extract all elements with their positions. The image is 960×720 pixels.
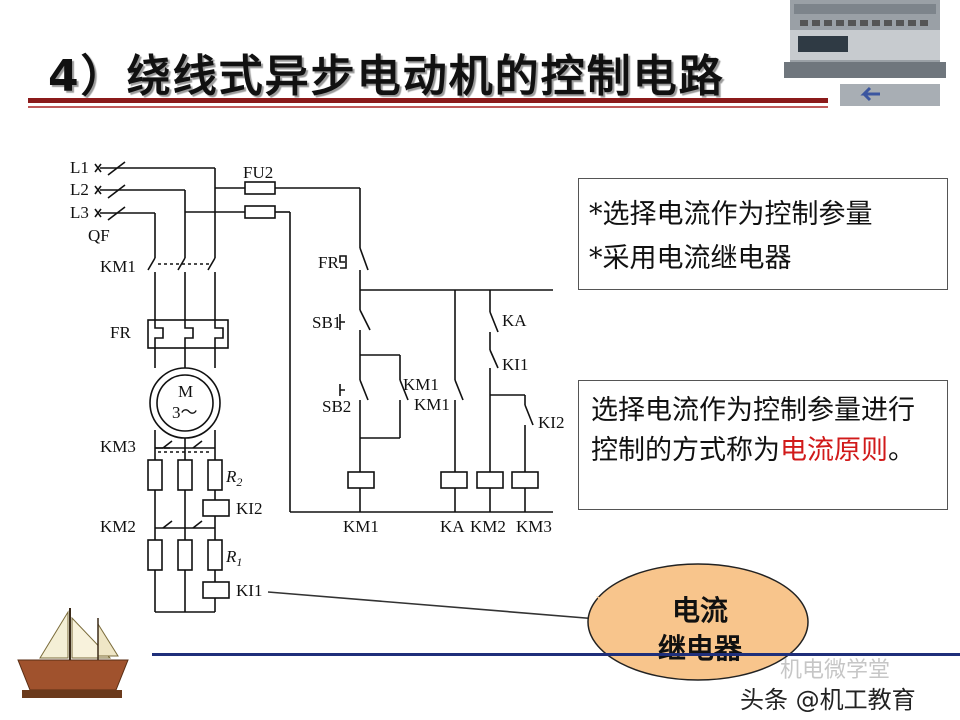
label-KM3-main: KM3 xyxy=(100,437,136,456)
callout-line-1: 电流 xyxy=(671,594,728,627)
label-QF: QF xyxy=(88,226,110,245)
info-box-parameters: *选择电流作为控制参量 *采用电流继电器 xyxy=(578,178,948,290)
label-motor-M: M xyxy=(178,382,193,401)
plc-device-image xyxy=(784,0,946,106)
label-KI2-contact: KI2 xyxy=(538,413,564,432)
label-L2: L2 xyxy=(70,180,89,199)
watermark-faded: 机电微学堂 xyxy=(780,658,891,683)
info-line-1: *选择电流作为控制参量 xyxy=(589,199,873,230)
label-SB2: SB2 xyxy=(322,397,351,416)
sailboat-image xyxy=(17,608,129,698)
title-underline xyxy=(28,98,828,103)
watermark: 头条 @机工教育 xyxy=(740,686,916,714)
principle-end: 。 xyxy=(888,435,915,466)
label-FU2: FU2 xyxy=(243,163,273,182)
principle-text: 选择电流作为控制参量进行控制的方式称为 xyxy=(591,395,915,466)
label-coil-KM2: KM2 xyxy=(470,517,506,536)
label-KI1-coil: KI1 xyxy=(236,581,262,600)
label-KM1-contact-b: KM1 xyxy=(414,395,450,414)
label-L3: L3 xyxy=(70,203,89,222)
label-R1: R1 xyxy=(225,547,242,569)
label-KM1-main: KM1 xyxy=(100,257,136,276)
label-coil-KM1: KM1 xyxy=(343,517,379,536)
label-KI2-coil: KI2 xyxy=(236,499,262,518)
label-FR-main: FR xyxy=(110,323,131,342)
label-FR-ctrl: FR xyxy=(318,253,339,272)
label-coil-KA: KA xyxy=(440,517,465,536)
label-R2: R2 xyxy=(225,467,242,489)
callout-line-2: 继电器 xyxy=(657,632,742,665)
label-L1: L1 xyxy=(70,158,89,177)
label-coil-KM3: KM3 xyxy=(516,517,552,536)
label-KM1-contact-a: KM1 xyxy=(403,375,439,394)
info-line-2: *采用电流继电器 xyxy=(589,243,792,274)
footer-line xyxy=(152,653,960,656)
label-SB1: SB1 xyxy=(312,313,341,332)
callout-bubble xyxy=(587,563,809,681)
label-KI1-contact: KI1 xyxy=(502,355,528,374)
label-motor-3phase: 3～ xyxy=(172,403,198,422)
title-underline-thin xyxy=(28,106,828,108)
label-KA-contact: KA xyxy=(502,311,527,330)
info-box-principle: 选择电流作为控制参量进行控制的方式称为电流原则。 xyxy=(578,380,948,510)
callout-text: 电流 继电器 xyxy=(615,592,785,668)
page-title: 4）绕线式异步电动机的控制电路 xyxy=(48,51,725,102)
principle-highlight: 电流原则 xyxy=(780,435,888,466)
label-KM2-main: KM2 xyxy=(100,517,136,536)
